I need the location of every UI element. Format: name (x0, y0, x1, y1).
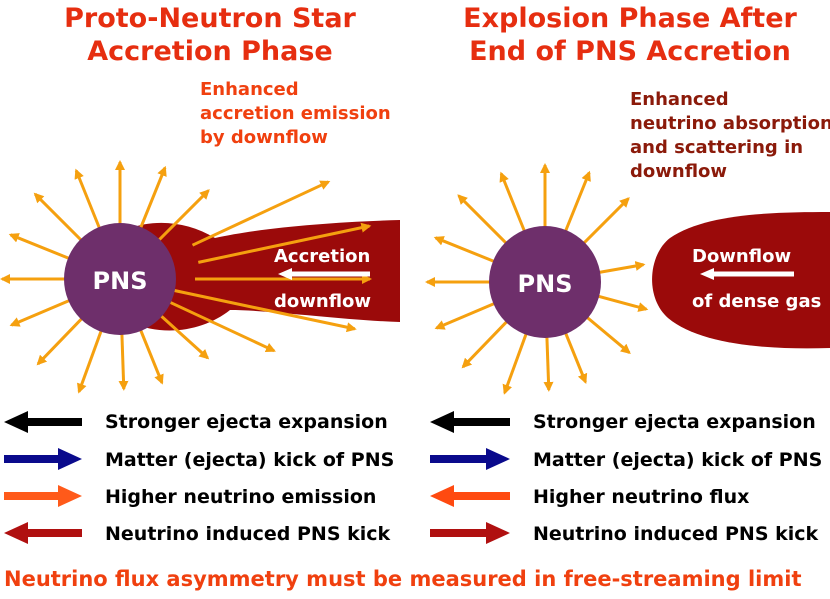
legend-left-label-0: Stronger ejecta expansion (105, 411, 388, 433)
left-ray-6 (157, 189, 210, 242)
right-ray-5 (564, 170, 591, 232)
legend-right-arrow-2 (430, 485, 510, 507)
right-ray-6 (582, 197, 630, 245)
right-title: Explosion Phase After End of PNS Accreti… (445, 2, 815, 68)
right-ray-1 (433, 236, 495, 263)
left-ray-14 (173, 288, 357, 333)
left-ray-16 (197, 222, 372, 264)
right-note: Enhanced neutrino absorption and scatter… (630, 88, 830, 184)
legend-right-label-3: Neutrino induced PNS kick (533, 523, 819, 545)
left-flow-line1: Accretion (274, 246, 370, 267)
right-ray-8 (461, 320, 508, 369)
left-title: Proto-Neutron Star Accretion Phase (40, 2, 380, 68)
right-title-line1: Explosion Phase After (463, 3, 797, 34)
left-ray-7 (9, 299, 70, 327)
left-ray-8 (36, 317, 83, 366)
right-note-line3: and scattering in (630, 137, 804, 158)
right-ray-10 (543, 336, 554, 392)
right-note-line4: downflow (630, 161, 728, 182)
legend-left-arrow-0 (4, 411, 82, 433)
left-ray-9 (77, 330, 103, 394)
left-ray-2 (33, 192, 83, 242)
footer-statement: Neutrino flux asymmetry must be measured… (4, 567, 802, 591)
right-ray-14 (598, 261, 646, 274)
legend-left-label-1: Matter (ejecta) kick of PNS (105, 449, 395, 471)
legend-arrows (4, 411, 510, 544)
legend-right-arrow-0 (430, 411, 510, 433)
legend-right-label-2: Higher neutrino flux (533, 486, 750, 508)
legend-right-label-0: Stronger ejecta expansion (533, 411, 816, 433)
legend-right-label-1: Matter (ejecta) kick of PNS (533, 449, 823, 471)
legend-left-label-2: Higher neutrino emission (105, 486, 377, 508)
right-pns-circle (489, 226, 601, 338)
left-ray-17 (191, 180, 331, 247)
legend-left-arrow-1 (4, 448, 82, 470)
legend-right-arrow-3 (430, 522, 510, 544)
right-dense-gas-downflow (652, 212, 830, 349)
left-title-line2: Accretion Phase (87, 36, 333, 67)
right-title-line2: End of PNS Accretion (469, 36, 791, 67)
left-flow-line2: downflow (274, 291, 371, 312)
right-ray-2 (457, 194, 508, 245)
left-accretion-downflow (120, 220, 400, 331)
legend-right-arrow-1 (430, 448, 510, 470)
left-ray-11 (139, 329, 164, 385)
right-neutrino-rays (425, 163, 649, 395)
left-ray-5 (139, 165, 167, 229)
right-flow-line2: of dense gas (692, 291, 821, 312)
left-note: Enhanced accretion emission by downflow (200, 78, 391, 150)
legend-left-arrow-2 (4, 485, 82, 507)
left-note-line2: accretion emission (200, 103, 391, 124)
left-neutrino-rays (0, 160, 372, 394)
left-title-line1: Proto-Neutron Star (64, 3, 356, 34)
right-note-line2: neutrino absorption (630, 113, 830, 134)
right-ray-13 (597, 294, 649, 312)
right-ray-12 (586, 316, 631, 354)
left-ray-12 (159, 314, 210, 360)
left-pns-label: PNS (93, 267, 148, 295)
right-pns-label: PNS (518, 270, 573, 298)
right-flow-line1: Downflow (692, 246, 791, 267)
left-ray-3 (74, 168, 101, 229)
left-ray-13 (169, 300, 276, 353)
left-ray-1 (8, 233, 70, 260)
right-ray-9 (502, 333, 528, 395)
left-pns-circle (64, 223, 176, 335)
left-note-line3: by downflow (200, 127, 328, 148)
right-ray-11 (564, 332, 588, 384)
right-ray-7 (434, 302, 495, 330)
legend-left-label-3: Neutrino induced PNS kick (105, 523, 391, 545)
right-note-line1: Enhanced (630, 89, 729, 110)
left-note-line1: Enhanced (200, 79, 299, 100)
legend-left-arrow-3 (4, 522, 82, 544)
left-ray-10 (118, 333, 129, 391)
right-ray-3 (499, 171, 526, 232)
